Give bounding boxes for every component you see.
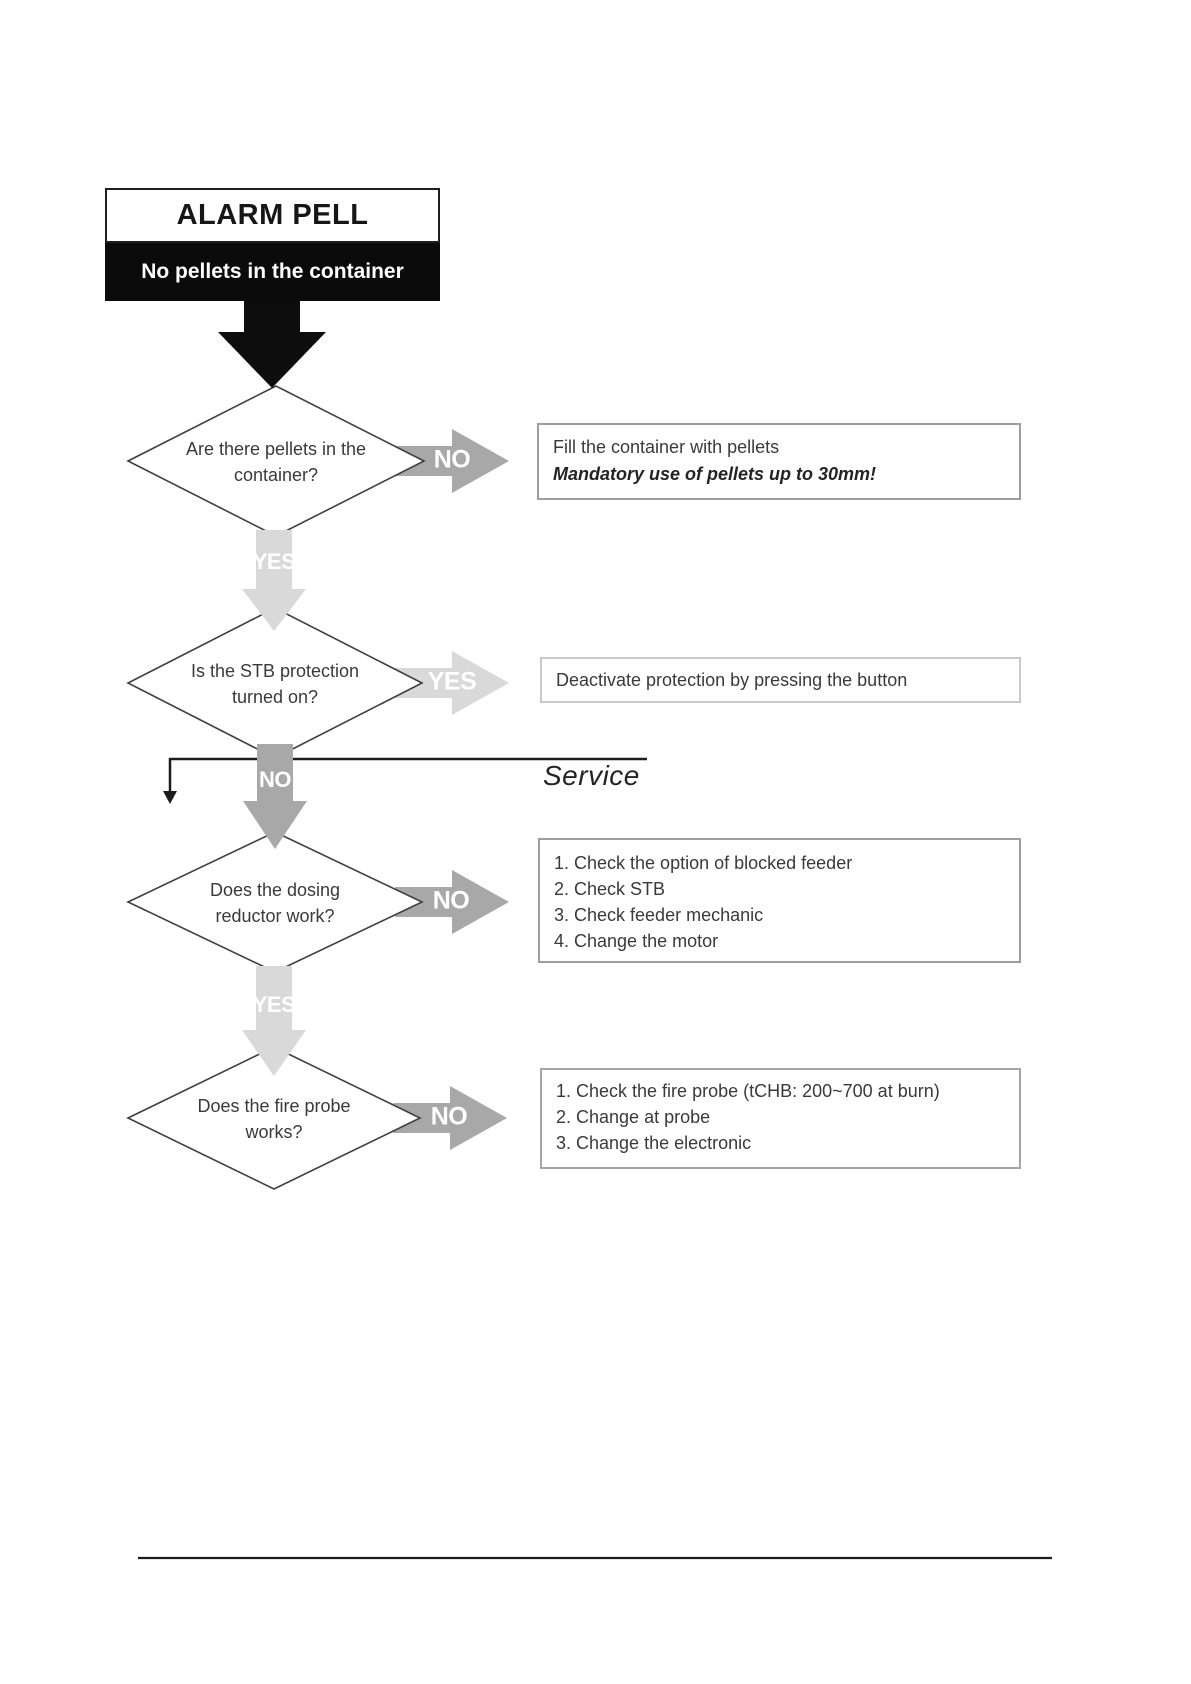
branch-label-no-4: NO: [430, 1102, 468, 1131]
decision-question-fire-probe: Does the fire probe works?: [197, 1096, 351, 1142]
action-list-item: 4. Change the motor: [554, 931, 719, 951]
service-branch-arrowhead-icon: [163, 791, 177, 804]
branch-label-yes-2: YES: [427, 667, 477, 696]
no-arrow-right-1-icon: [395, 429, 509, 493]
action-box-fill-container: Fill the container with pellets Mandator…: [537, 423, 1021, 500]
branch-label-yes-1: YES: [252, 549, 296, 574]
yes-arrow-down-1-icon: [242, 530, 306, 631]
decision-question-stb: Is the STB protection turned on?: [190, 661, 360, 707]
decision-diamond-stb: [126, 607, 424, 759]
action-list-item: 1. Check the fire probe (tCHB: 200~700 a…: [556, 1081, 940, 1101]
action-list-item: 3. Check feeder mechanic: [554, 905, 764, 925]
branch-label-no-3: NO: [432, 886, 470, 915]
action-list-item: 2. Change at probe: [556, 1107, 711, 1127]
branch-label-no-2: NO: [259, 767, 292, 792]
no-arrow-right-4-icon: [393, 1086, 507, 1150]
alarm-subtitle: No pellets in the container: [141, 260, 404, 283]
decision-diamond-dosing: [126, 831, 424, 973]
no-arrow-down-2-icon: [243, 744, 307, 849]
action-box-check-fire-probe: 1. Check the fire probe (tCHB: 200~700 a…: [540, 1068, 1021, 1169]
action-list-item: 3. Change the electronic: [556, 1133, 752, 1153]
action-line: Fill the container with pellets: [553, 437, 780, 457]
no-arrow-right-3-icon: [395, 870, 509, 934]
alarm-title: ALARM PELL: [176, 199, 369, 231]
decision-question-pellets: Are there pellets in the container?: [185, 439, 367, 485]
action-box-check-feeder: 1. Check the option of blocked feeder 2.…: [538, 838, 1021, 963]
action-list-item: 2. Check STB: [554, 879, 666, 899]
decision-diamond-fire-probe: [126, 1046, 422, 1190]
service-branch-line: [168, 757, 647, 793]
yes-arrow-down-3-icon: [242, 966, 306, 1076]
action-line: Deactivate protection by pressing the bu…: [556, 670, 908, 690]
alarm-subtitle-box: No pellets in the container: [105, 243, 440, 301]
branch-label-yes-3: YES: [252, 992, 296, 1017]
service-label: Service: [543, 760, 640, 791]
alarm-down-arrow-icon: [218, 300, 326, 388]
yes-arrow-right-2-icon: [395, 651, 509, 715]
branch-label-no-1: NO: [433, 445, 471, 474]
action-box-deactivate-protection: Deactivate protection by pressing the bu…: [540, 657, 1021, 703]
decision-question-dosing: Does the dosing reductor work?: [209, 880, 341, 926]
alarm-title-box: ALARM PELL: [105, 188, 440, 243]
action-line-emphasis: Mandatory use of pellets up to 30mm!: [553, 464, 877, 484]
action-list-item: 1. Check the option of blocked feeder: [554, 853, 853, 873]
decision-diamond-pellets: [126, 385, 426, 537]
